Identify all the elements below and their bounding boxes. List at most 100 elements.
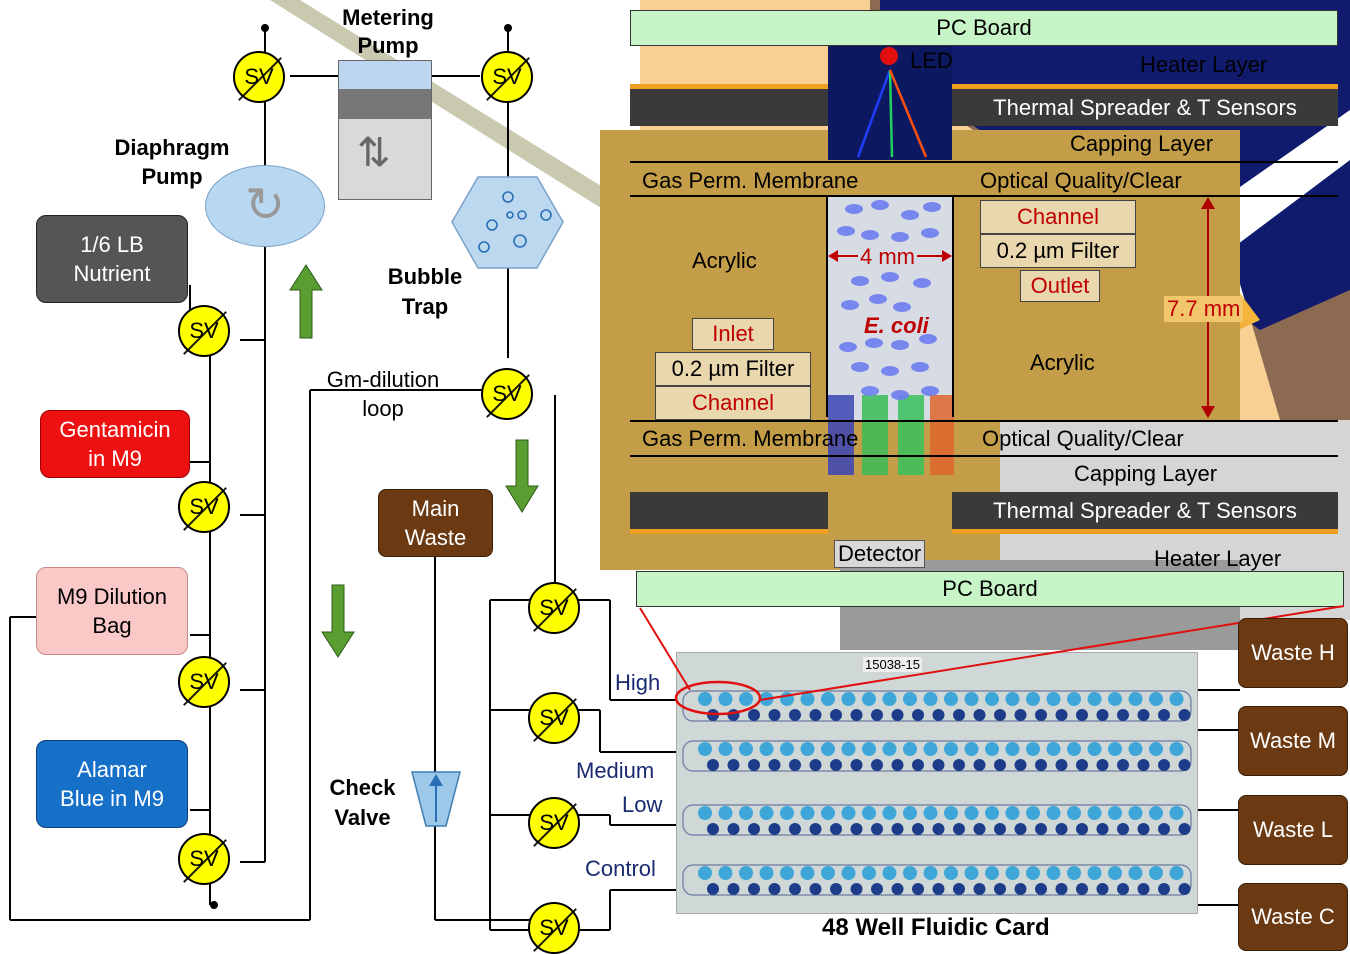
inlet: Inlet xyxy=(692,318,774,350)
check-valve-label: Check Valve xyxy=(329,775,396,830)
gas-membrane-bottom-label: Gas Perm. Membrane xyxy=(642,426,859,451)
well xyxy=(882,692,897,706)
well xyxy=(953,823,965,835)
well xyxy=(944,742,958,756)
solenoid-valve[interactable]: SV xyxy=(178,833,230,885)
optical-bottom-label: Optical Quality/Clear xyxy=(982,426,1184,451)
spreader-left-bottom xyxy=(630,492,828,534)
optical-top-label: Optical Quality/Clear xyxy=(980,168,1182,193)
well xyxy=(1137,759,1150,771)
well xyxy=(707,823,719,835)
well xyxy=(800,692,815,706)
well xyxy=(944,866,958,880)
well xyxy=(830,883,842,895)
well xyxy=(871,823,883,835)
well xyxy=(809,883,822,895)
check-valve-icon xyxy=(411,771,461,827)
well xyxy=(964,692,979,706)
solenoid-valve[interactable]: SV xyxy=(178,481,230,533)
well xyxy=(1026,742,1040,756)
well xyxy=(1055,759,1068,771)
well xyxy=(1108,742,1122,756)
well xyxy=(821,742,835,756)
metering-pump: ⇅ xyxy=(338,60,432,200)
well xyxy=(739,692,753,706)
well xyxy=(1096,759,1109,771)
well xyxy=(1149,692,1163,706)
well xyxy=(748,709,760,721)
chamber-wall-left xyxy=(826,197,828,417)
well xyxy=(1149,866,1163,880)
well xyxy=(759,742,774,756)
well xyxy=(1169,866,1184,880)
capping-layer-bottom-label: Capping Layer xyxy=(1074,461,1218,486)
well xyxy=(882,806,897,820)
well xyxy=(768,709,781,721)
acrylic-right-label: Acrylic xyxy=(1030,350,1095,375)
well xyxy=(748,823,760,835)
well xyxy=(800,806,815,820)
well xyxy=(994,709,1006,721)
well xyxy=(698,692,712,706)
well xyxy=(903,866,917,880)
well xyxy=(850,759,863,771)
well xyxy=(768,759,781,771)
well xyxy=(1046,692,1061,706)
nutrient-reservoir: 1/6 LB Nutrient xyxy=(36,215,188,303)
fluidic-card: 15038-15 xyxy=(676,652,1198,914)
well xyxy=(718,806,733,820)
well xyxy=(1055,823,1068,835)
acrylic-left-label: Acrylic xyxy=(692,248,757,273)
heater-layer-bottom-label: Heater Layer xyxy=(1154,546,1282,571)
spreader-left-top xyxy=(630,84,828,126)
solenoid-valve[interactable]: SV xyxy=(528,582,580,634)
card-serial: 15038-15 xyxy=(863,657,922,672)
well xyxy=(1014,709,1027,721)
flow-arrows xyxy=(289,264,539,658)
well xyxy=(707,759,719,771)
solenoid-valve[interactable]: SV xyxy=(481,51,533,103)
well xyxy=(932,823,945,835)
well xyxy=(759,806,774,820)
down-arrow-icon xyxy=(505,439,539,513)
spreader-top: Thermal Spreader & T Sensors xyxy=(952,84,1338,126)
detector-label: Detector xyxy=(834,540,926,568)
well xyxy=(985,742,999,756)
well xyxy=(1117,883,1129,895)
well xyxy=(1096,823,1109,835)
diaphragm-pump: ↻ xyxy=(205,165,325,247)
solenoid-valve[interactable]: SV xyxy=(178,656,230,708)
outlet: Outlet xyxy=(1020,270,1100,302)
well xyxy=(953,709,965,721)
waste-m: Waste M xyxy=(1238,706,1348,776)
well xyxy=(1169,742,1184,756)
well xyxy=(727,883,740,895)
well xyxy=(841,866,856,880)
well xyxy=(1076,709,1088,721)
channel-left: Channel xyxy=(655,386,811,420)
solenoid-valve[interactable]: SV xyxy=(528,797,580,849)
well xyxy=(1108,806,1122,820)
well xyxy=(1128,806,1143,820)
bubble-trap-label: Bubble Trap xyxy=(387,264,463,319)
well xyxy=(1087,742,1102,756)
light-rays xyxy=(828,69,954,475)
well xyxy=(923,806,938,820)
solenoid-valve[interactable]: SV xyxy=(528,902,580,954)
solenoid-valve[interactable]: SV xyxy=(178,305,230,357)
well xyxy=(994,759,1006,771)
solenoid-valve[interactable]: SV xyxy=(233,51,285,103)
filter-right: 0.2 µm Filter xyxy=(980,234,1136,268)
well xyxy=(994,823,1006,835)
well xyxy=(850,823,863,835)
well xyxy=(1158,759,1170,771)
solenoid-valve[interactable]: SV xyxy=(528,692,580,744)
ecoli-label: E. coli xyxy=(864,313,929,338)
main-waste: Main Waste xyxy=(378,489,493,557)
well xyxy=(1178,883,1191,895)
solenoid-valve[interactable]: SV xyxy=(481,368,533,420)
well xyxy=(1014,823,1027,835)
card-wells xyxy=(682,690,1192,896)
well xyxy=(1067,692,1081,706)
well xyxy=(1108,692,1122,706)
